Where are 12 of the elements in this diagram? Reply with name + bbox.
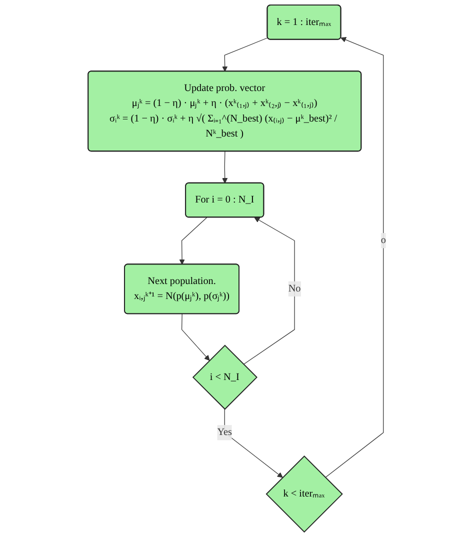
arrow [181, 314, 210, 361]
node-diamond: i < N_I [192, 344, 258, 410]
edge-label: o [380, 234, 386, 246]
arrow [325, 37, 384, 478]
node-diamond: k < iterₘₐₓ [266, 455, 343, 533]
arrow [243, 217, 295, 365]
edge-label: Yes [217, 426, 232, 438]
arrow [224, 408, 283, 478]
arrow [179, 217, 208, 265]
arrow [222, 151, 228, 184]
edge-label: No [288, 283, 301, 294]
arrow [222, 37, 268, 72]
